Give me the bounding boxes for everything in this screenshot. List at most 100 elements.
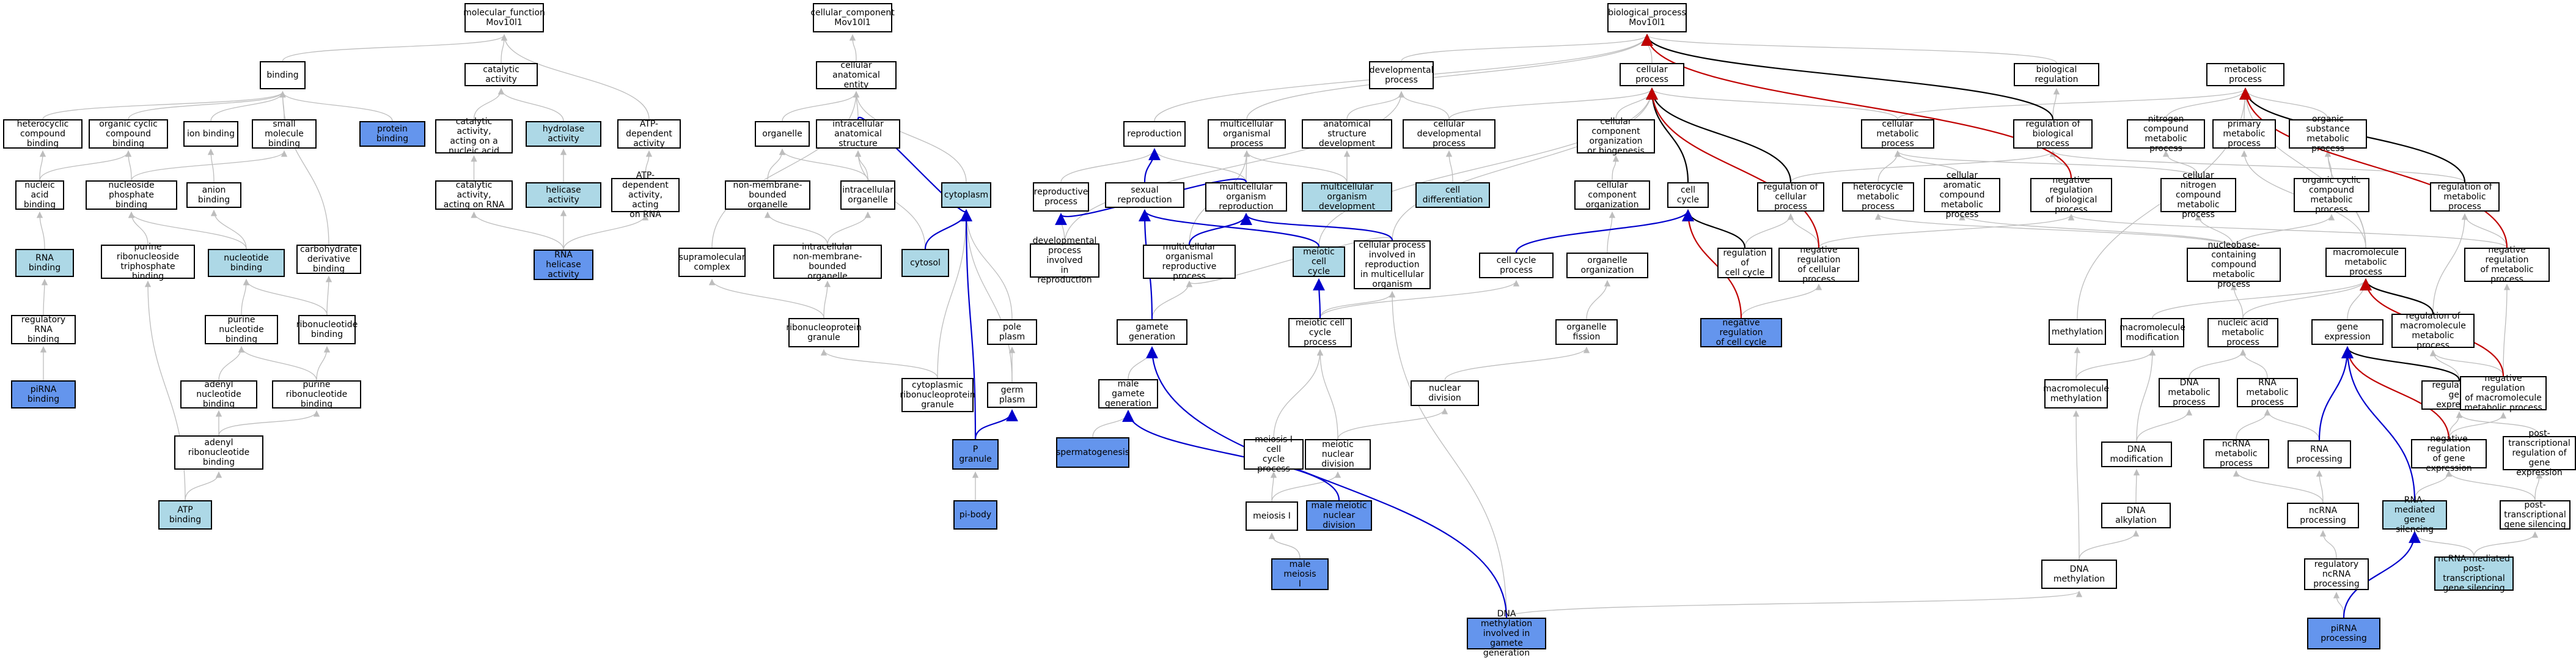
edge-gray-129 <box>2136 408 2193 442</box>
edge-gray-137 <box>2448 412 2507 440</box>
node-cytosol: cytosol <box>901 249 949 277</box>
edge-gray-126 <box>2075 349 2156 380</box>
edge-gray-59 <box>1246 34 1651 120</box>
node-catnuc: catalytic activity, acting on a nucleic … <box>435 117 513 156</box>
node-anatdev: anatomical structure development <box>1302 119 1392 149</box>
edge-gray-13 <box>279 91 329 245</box>
edge-blue-17 <box>1139 209 1320 247</box>
node-binding: binding <box>260 61 306 89</box>
node-orgfission: organelle fission <box>1555 319 1618 345</box>
node-posttransgs: post-transcriptional gene silencing <box>2500 500 2570 530</box>
edge-gray-10 <box>210 91 286 122</box>
edge-gray-143 <box>2534 471 2543 501</box>
node-purribonucb: purine ribonucleotide binding <box>272 380 361 409</box>
node-regrna: regulatory RNA binding <box>11 315 76 344</box>
edge-gray-31 <box>128 211 247 250</box>
node-pirnaproc: piRNA processing <box>2307 618 2380 649</box>
edge-black-6 <box>2341 346 2460 381</box>
edge-gray-3 <box>849 34 857 62</box>
node-devrepro: developmental process involved in reprod… <box>1030 236 1099 285</box>
edge-gray-114 <box>1787 213 1819 248</box>
node-negregcc: negative regulation of cell cycle <box>1700 318 1782 347</box>
edge-gray-127 <box>2189 349 2247 379</box>
edge-gray-74 <box>1128 346 1156 380</box>
edge-gray-27 <box>36 211 45 250</box>
edge-gray-116 <box>2050 150 2465 183</box>
edge-gray-56 <box>963 209 1013 320</box>
edge-gray-130 <box>2136 349 2156 442</box>
edge-gray-93 <box>1648 87 1898 120</box>
node-rnaproc: RNA processing <box>2288 440 2351 468</box>
edge-blue-26 <box>2318 346 2354 441</box>
node-orgorg: organelle organization <box>1566 253 1648 278</box>
edge-gray-107 <box>1959 213 2234 248</box>
edge-gray-149 <box>2473 531 2539 557</box>
edge-red-12 <box>2341 346 2450 440</box>
node-catrna: catalytic activity, acting on RNA <box>435 180 513 210</box>
edge-gray-23 <box>39 150 132 181</box>
edge-gray-14 <box>473 87 505 120</box>
node-purnucb: purine nucleotide binding <box>205 315 278 344</box>
edge-gray-1 <box>501 34 508 64</box>
node-negregbio: negative regulation of biological proces… <box>2030 176 2112 215</box>
node-macromet: macromolecule metabolic process <box>2325 248 2406 277</box>
edge-blue-21 <box>960 209 977 440</box>
node-anionb: anion binding <box>186 182 241 208</box>
node-cellcycle: cell cycle <box>1667 182 1709 208</box>
node-methyl: methylation <box>2049 319 2106 345</box>
node-pgranule: P granule <box>952 439 999 470</box>
node-cae: cellular anatomical entity <box>816 61 897 90</box>
node-multiorg: multicellular organismal process <box>1208 119 1286 149</box>
edge-blue-13 <box>1143 148 1161 183</box>
node-regbio: regulation of biological process <box>2013 119 2093 149</box>
edge-gray-106 <box>1875 213 2234 248</box>
edge-gray-125 <box>2074 346 2081 380</box>
node-cc: cellular_component Mov10l1 <box>810 3 895 32</box>
edge-gray-84 <box>1270 471 1277 502</box>
node-intraorg: intracellular organelle <box>840 180 895 210</box>
edge-blue-25 <box>1146 346 1508 618</box>
node-protb: protein binding <box>359 121 425 147</box>
edge-gray-30 <box>128 211 149 245</box>
edge-gray-68 <box>1151 148 1247 183</box>
node-atprna: ATP-dependent activity, acting on RNA <box>611 171 680 220</box>
edge-gray-34 <box>243 278 328 316</box>
node-meioticnucdiv: meiotic nuclear division <box>1305 439 1371 470</box>
edge-gray-51 <box>827 211 872 245</box>
edge-gray-52 <box>711 91 860 248</box>
node-hetmet: heterocycle metabolic process <box>1842 182 1914 212</box>
node-meioticccproc: meiotic cell cycle process <box>1288 318 1352 347</box>
edge-gray-101 <box>2162 150 2199 179</box>
node-devproc: developmental process <box>1369 61 1434 89</box>
edge-gray-155 <box>937 209 970 379</box>
node-ncrnaproc: ncRNA processing <box>2287 503 2359 528</box>
edge-gray-141 <box>2316 470 2324 503</box>
edge-gray-73 <box>1151 280 1193 320</box>
node-cellprocrep: cellular process involved in reproductio… <box>1354 240 1431 289</box>
edge-black-5 <box>2360 278 2434 314</box>
edge-gray-92 <box>1516 209 1692 253</box>
node-malegam: male gamete generation <box>1098 379 1158 408</box>
edge-gray-135 <box>2503 283 2511 377</box>
node-negregmet: negative regulation of metabolic process <box>2464 245 2550 284</box>
edge-gray-76 <box>1318 87 1656 247</box>
edge-gray-82 <box>1316 349 1338 440</box>
edge-gray-121 <box>2230 283 2244 319</box>
node-poleplasm: pole plasm <box>987 319 1037 345</box>
node-meiosisi: meiosis I <box>1246 501 1298 531</box>
edge-gray-80 <box>1319 290 1396 319</box>
node-bioreg: biological regulation <box>2014 63 2099 86</box>
edge-blue-16 <box>1188 213 1252 245</box>
node-malemeioticnuc: male meiotic nuclear division <box>1306 500 1372 531</box>
edge-gray-53 <box>708 278 824 319</box>
edge-gray-85 <box>1271 471 1341 502</box>
node-pirnab: piRNA binding <box>11 380 76 408</box>
node-primmet: primary metabolic process <box>2212 119 2276 149</box>
node-nucb: nucleotide binding <box>208 249 285 277</box>
edge-gray-26 <box>207 148 215 183</box>
edge-gray-139 <box>2133 468 2140 503</box>
edge-gray-77 <box>1392 87 1656 241</box>
edge-red-10 <box>2239 87 2508 248</box>
node-cellarom: cellular aromatic compound metabolic pro… <box>1924 171 2000 220</box>
node-ncrnamet: ncRNA metabolic process <box>2203 439 2269 468</box>
